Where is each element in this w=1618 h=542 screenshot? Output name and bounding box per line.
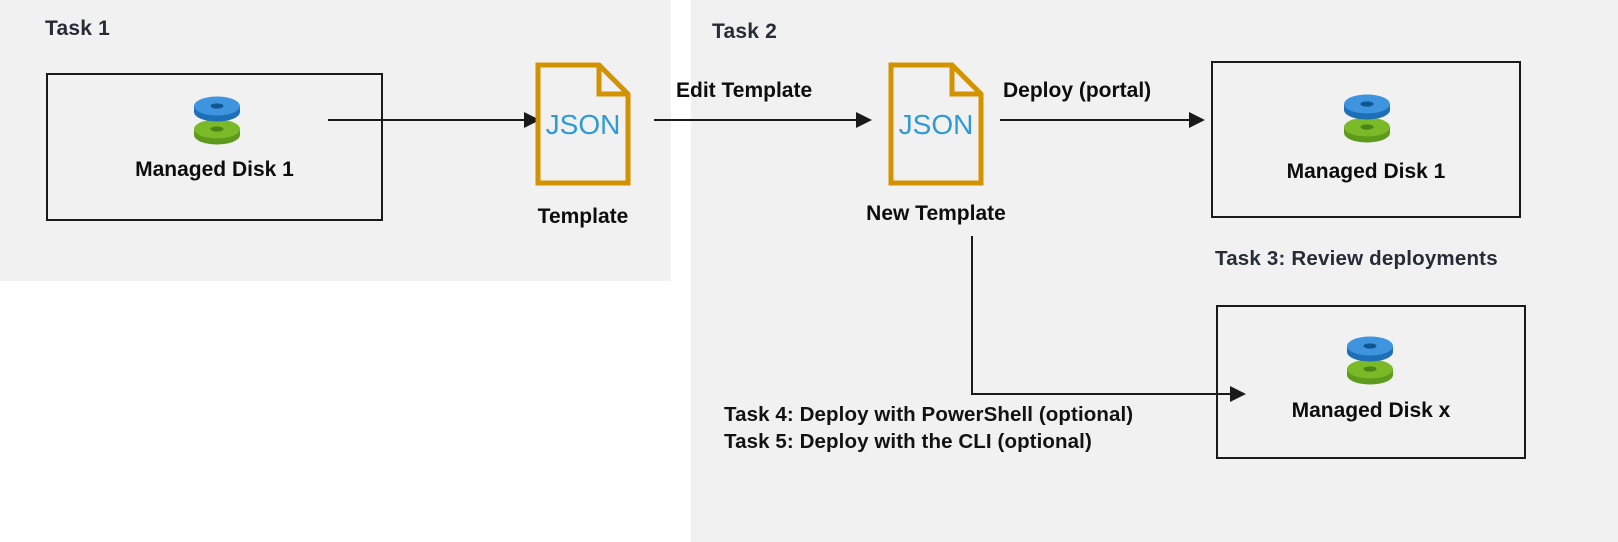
task3-section-label: Task 3: Review deployments [1215,247,1498,270]
managed-disk-icon [1341,328,1399,390]
template-caption: Template [537,205,629,228]
new-template-caption: New Template [866,202,1006,225]
task4-note: Task 4: Deploy with PowerShell (optional… [724,403,1134,426]
task1-panel [0,0,671,281]
managed-disk-x-caption: Managed Disk x [1291,399,1451,422]
edit-template-label: Edit Template [676,79,813,102]
task5-note: Task 5: Deploy with the CLI (optional) [724,430,1092,453]
task1-section-label: Task 1 [45,17,111,40]
managed-disk-1-source-caption: Managed Disk 1 [135,158,294,181]
managed-disk-x-box [1216,305,1526,459]
managed-disk-icon [188,88,246,150]
connector-template-to-new-template [654,108,872,132]
task2-panel [691,0,1618,542]
managed-disk-1-source-box [46,73,383,221]
managed-disk-icon [1338,86,1396,148]
connector-disk-to-template [328,108,540,132]
deploy-portal-label: Deploy (portal) [1003,79,1152,102]
task2-section-label: Task 2 [712,20,778,43]
connector-new-template-to-managed-disk-1 [1000,108,1205,132]
managed-disk-1-target-caption: Managed Disk 1 [1286,160,1446,183]
svg-text:JSON: JSON [899,109,974,140]
svg-text:JSON: JSON [546,109,621,140]
connector-new-template-to-managed-disk-x [962,236,1252,406]
json-file-icon: JSON [535,62,631,186]
json-file-icon: JSON [888,62,984,186]
managed-disk-1-target-box [1211,61,1521,218]
